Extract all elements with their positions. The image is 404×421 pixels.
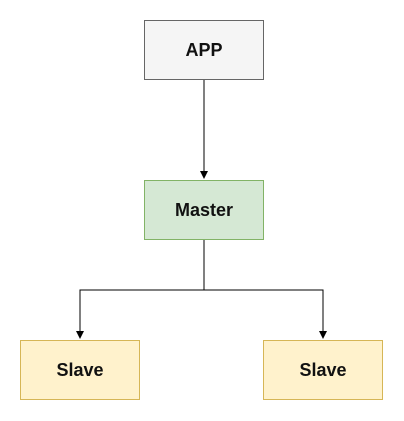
app-node-label: APP [185,39,223,60]
slave-node-right: Slave [263,340,383,400]
app-node: APP [144,20,264,80]
edge-master-to-slave-left [76,240,205,339]
edge-master-to-slave-right [204,289,327,339]
slave-node-right-label: Slave [299,359,347,380]
master-node: Master [144,180,264,240]
slave-node-left-label: Slave [56,359,104,380]
master-node-label: Master [174,199,234,220]
slave-node-left: Slave [20,340,140,400]
